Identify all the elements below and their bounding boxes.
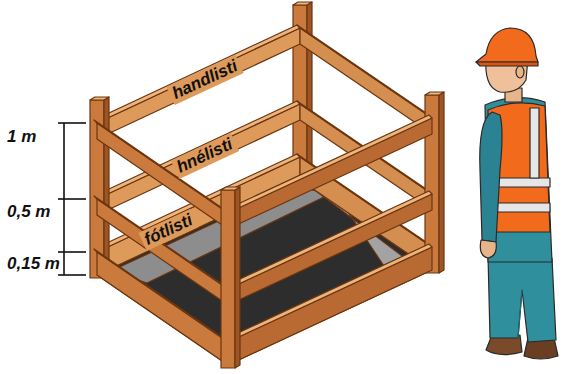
post [221,190,235,368]
dimension-label: 0,5 m [4,202,53,222]
rail-edge [225,244,432,342]
dimension-label: 1 m [4,127,39,147]
post-top [90,97,109,100]
rail-name: handlisti [166,55,243,105]
hand [480,240,496,258]
ear [516,66,524,78]
post-top [425,92,444,95]
rail [228,194,432,305]
reflective-stripe [530,108,539,178]
guardrail-frame [90,2,444,368]
helmet-brim [476,62,538,66]
dimension-tick [58,122,86,124]
trousers [488,255,556,342]
rail-edge [94,120,228,213]
dimension-tick [58,274,86,276]
rail [228,247,432,365]
post-side [235,187,240,368]
rail-edge [297,25,432,118]
rail-edge [94,25,300,123]
rail-edge [94,249,228,342]
rail-edge [225,115,432,213]
dimension-tick [58,251,86,253]
post-top [293,2,312,5]
rail [97,252,228,365]
rail [97,157,300,275]
dimension-line [58,123,86,275]
post-side [104,97,109,278]
arm [480,112,502,242]
worker-figure [476,28,558,359]
trouser-seam [518,290,522,338]
post-side [439,92,444,273]
post-top [221,187,240,190]
helmet [476,28,538,62]
post-side [307,2,312,183]
rail-name: hnélisti [171,133,239,179]
dimension-label: 0,15 m [4,254,63,274]
dimension-tick [58,198,86,200]
